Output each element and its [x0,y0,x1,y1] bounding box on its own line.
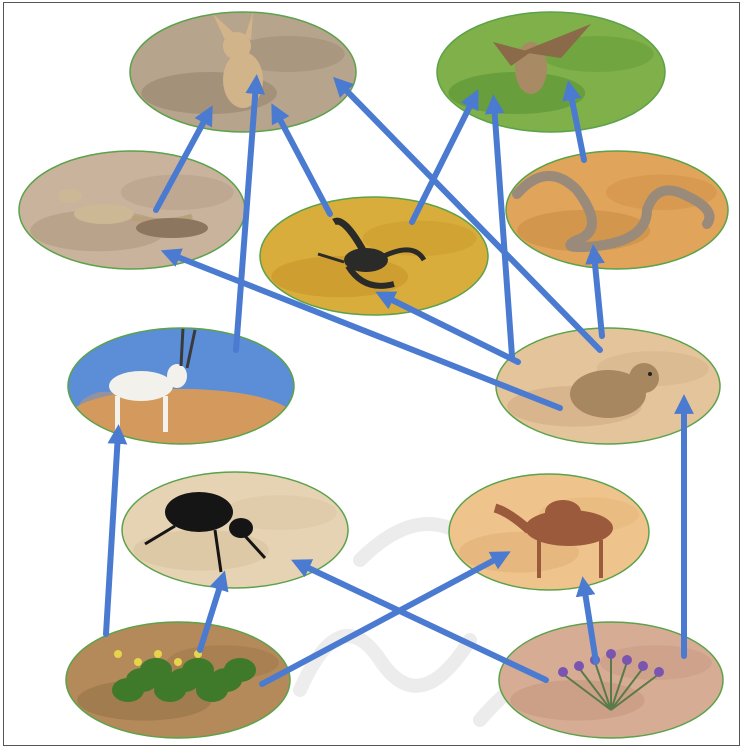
arrow-shrub-to-oryx [106,434,118,634]
arrow-jerboa-to-scorpion [384,296,518,362]
organism-fox [130,12,356,132]
organism-shrub [66,622,290,738]
oryx-icon [68,328,294,447]
organism-snake [506,151,728,269]
organism-iris [499,622,723,738]
organism-falcon [437,12,665,132]
arrow-scorpion-to-fox [276,112,330,214]
organism-lizard [19,151,245,269]
organism-oryx [68,328,294,447]
arrow-scorpion-to-falcon [412,98,474,222]
organism-camel [449,474,649,590]
organism-scorpion [260,197,488,315]
arrow-jerboa-to-falcon [494,104,512,356]
